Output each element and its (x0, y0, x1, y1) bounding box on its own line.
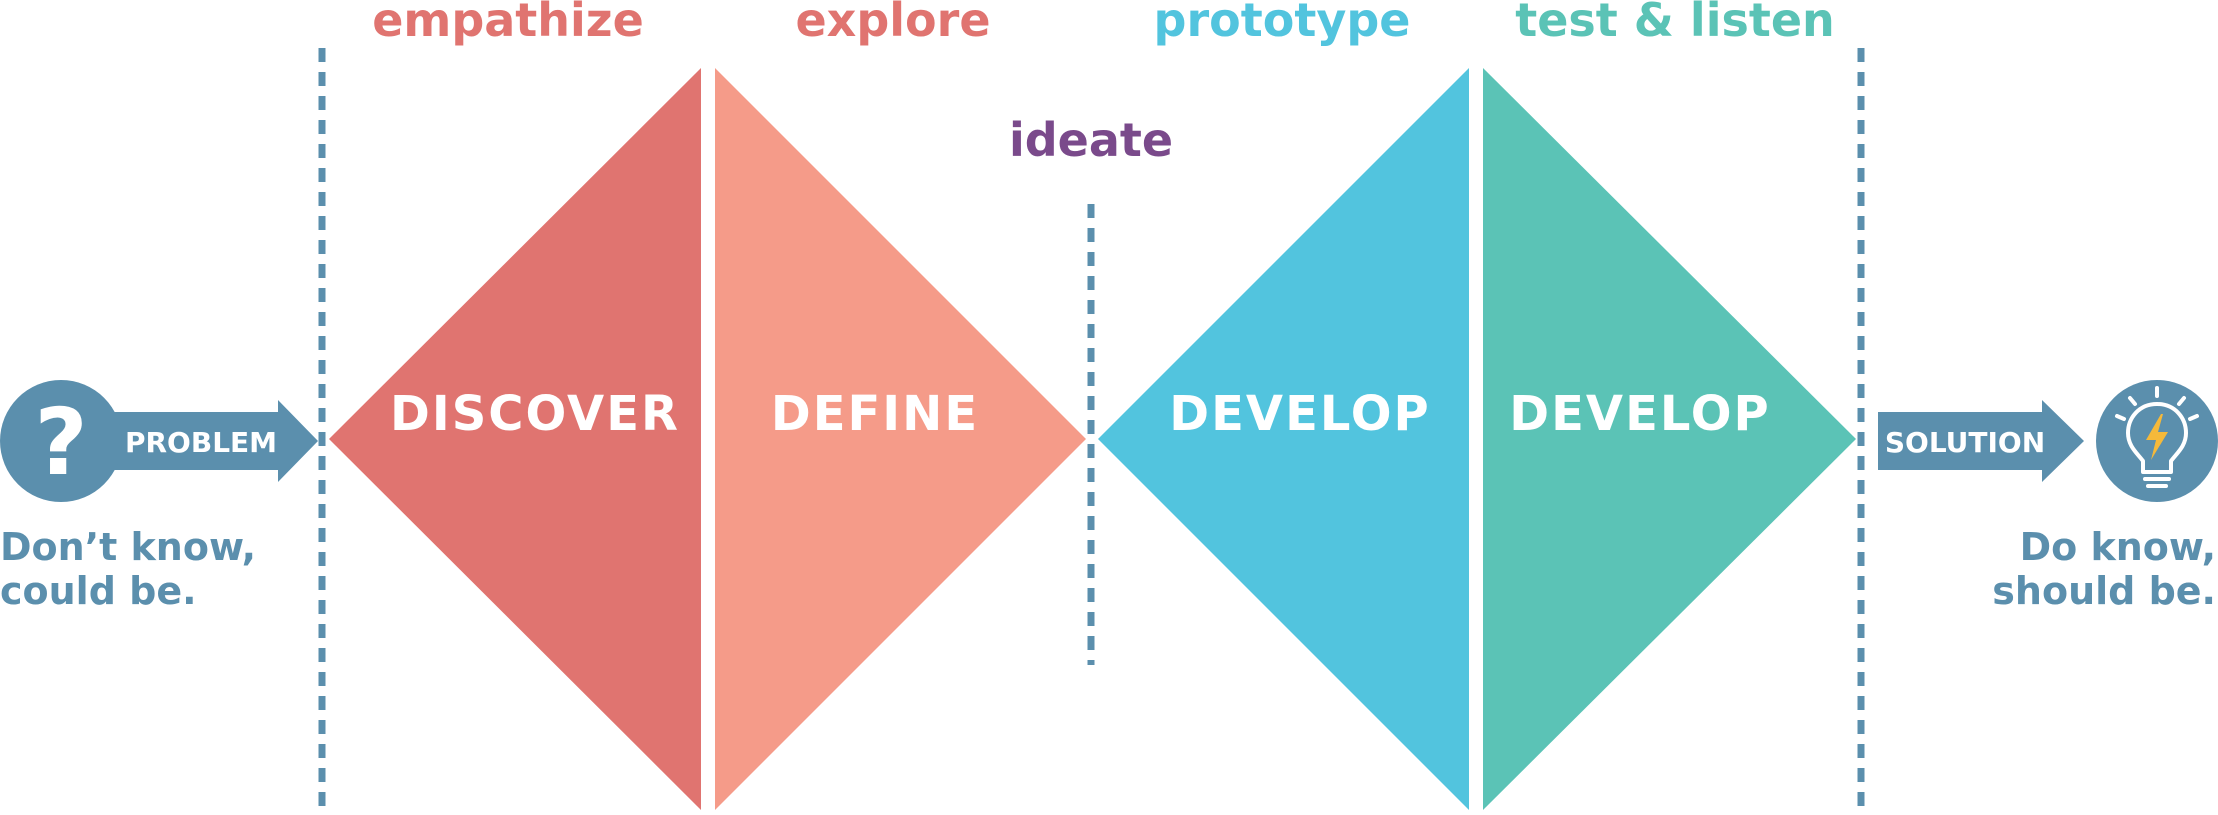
discover-triangle (329, 68, 701, 810)
develop-triangle-1 (1098, 68, 1469, 810)
solution-label: SOLUTION (1885, 426, 2045, 459)
solution-caption-line-2: should be. (1992, 569, 2216, 613)
problem-circle (0, 380, 122, 502)
phase-label-explore: explore (795, 0, 990, 47)
define-triangle (715, 68, 1086, 810)
problem-caption-line-2: could be. (0, 569, 197, 613)
stage-label-develop-2: DEVELOP (1509, 386, 1770, 442)
phase-label-ideate: ideate (1009, 113, 1173, 167)
develop-triangle-2 (1483, 68, 1856, 810)
problem-indicator: ? PROBLEM (0, 380, 318, 502)
problem-label: PROBLEM (125, 426, 277, 459)
stage-label-discover: DISCOVER (390, 386, 680, 442)
lightning-bolt-icon (2146, 414, 2168, 460)
stage-label-define: DEFINE (771, 386, 979, 442)
solution-indicator: SOLUTION (1878, 380, 2218, 502)
lightbulb-icon (2115, 386, 2199, 488)
stage-label-develop-1: DEVELOP (1169, 386, 1430, 442)
solution-caption-line-1: Do know, (2020, 525, 2216, 569)
solution-arrow (1878, 400, 2084, 482)
question-mark-icon: ? (34, 389, 87, 496)
problem-caption-line-1: Don’t know, (0, 525, 256, 569)
phase-label-test-listen: test & listen (1515, 0, 1835, 47)
phase-label-prototype: prototype (1154, 0, 1411, 47)
problem-arrow (112, 400, 318, 482)
phase-label-empathize: empathize (372, 0, 644, 47)
